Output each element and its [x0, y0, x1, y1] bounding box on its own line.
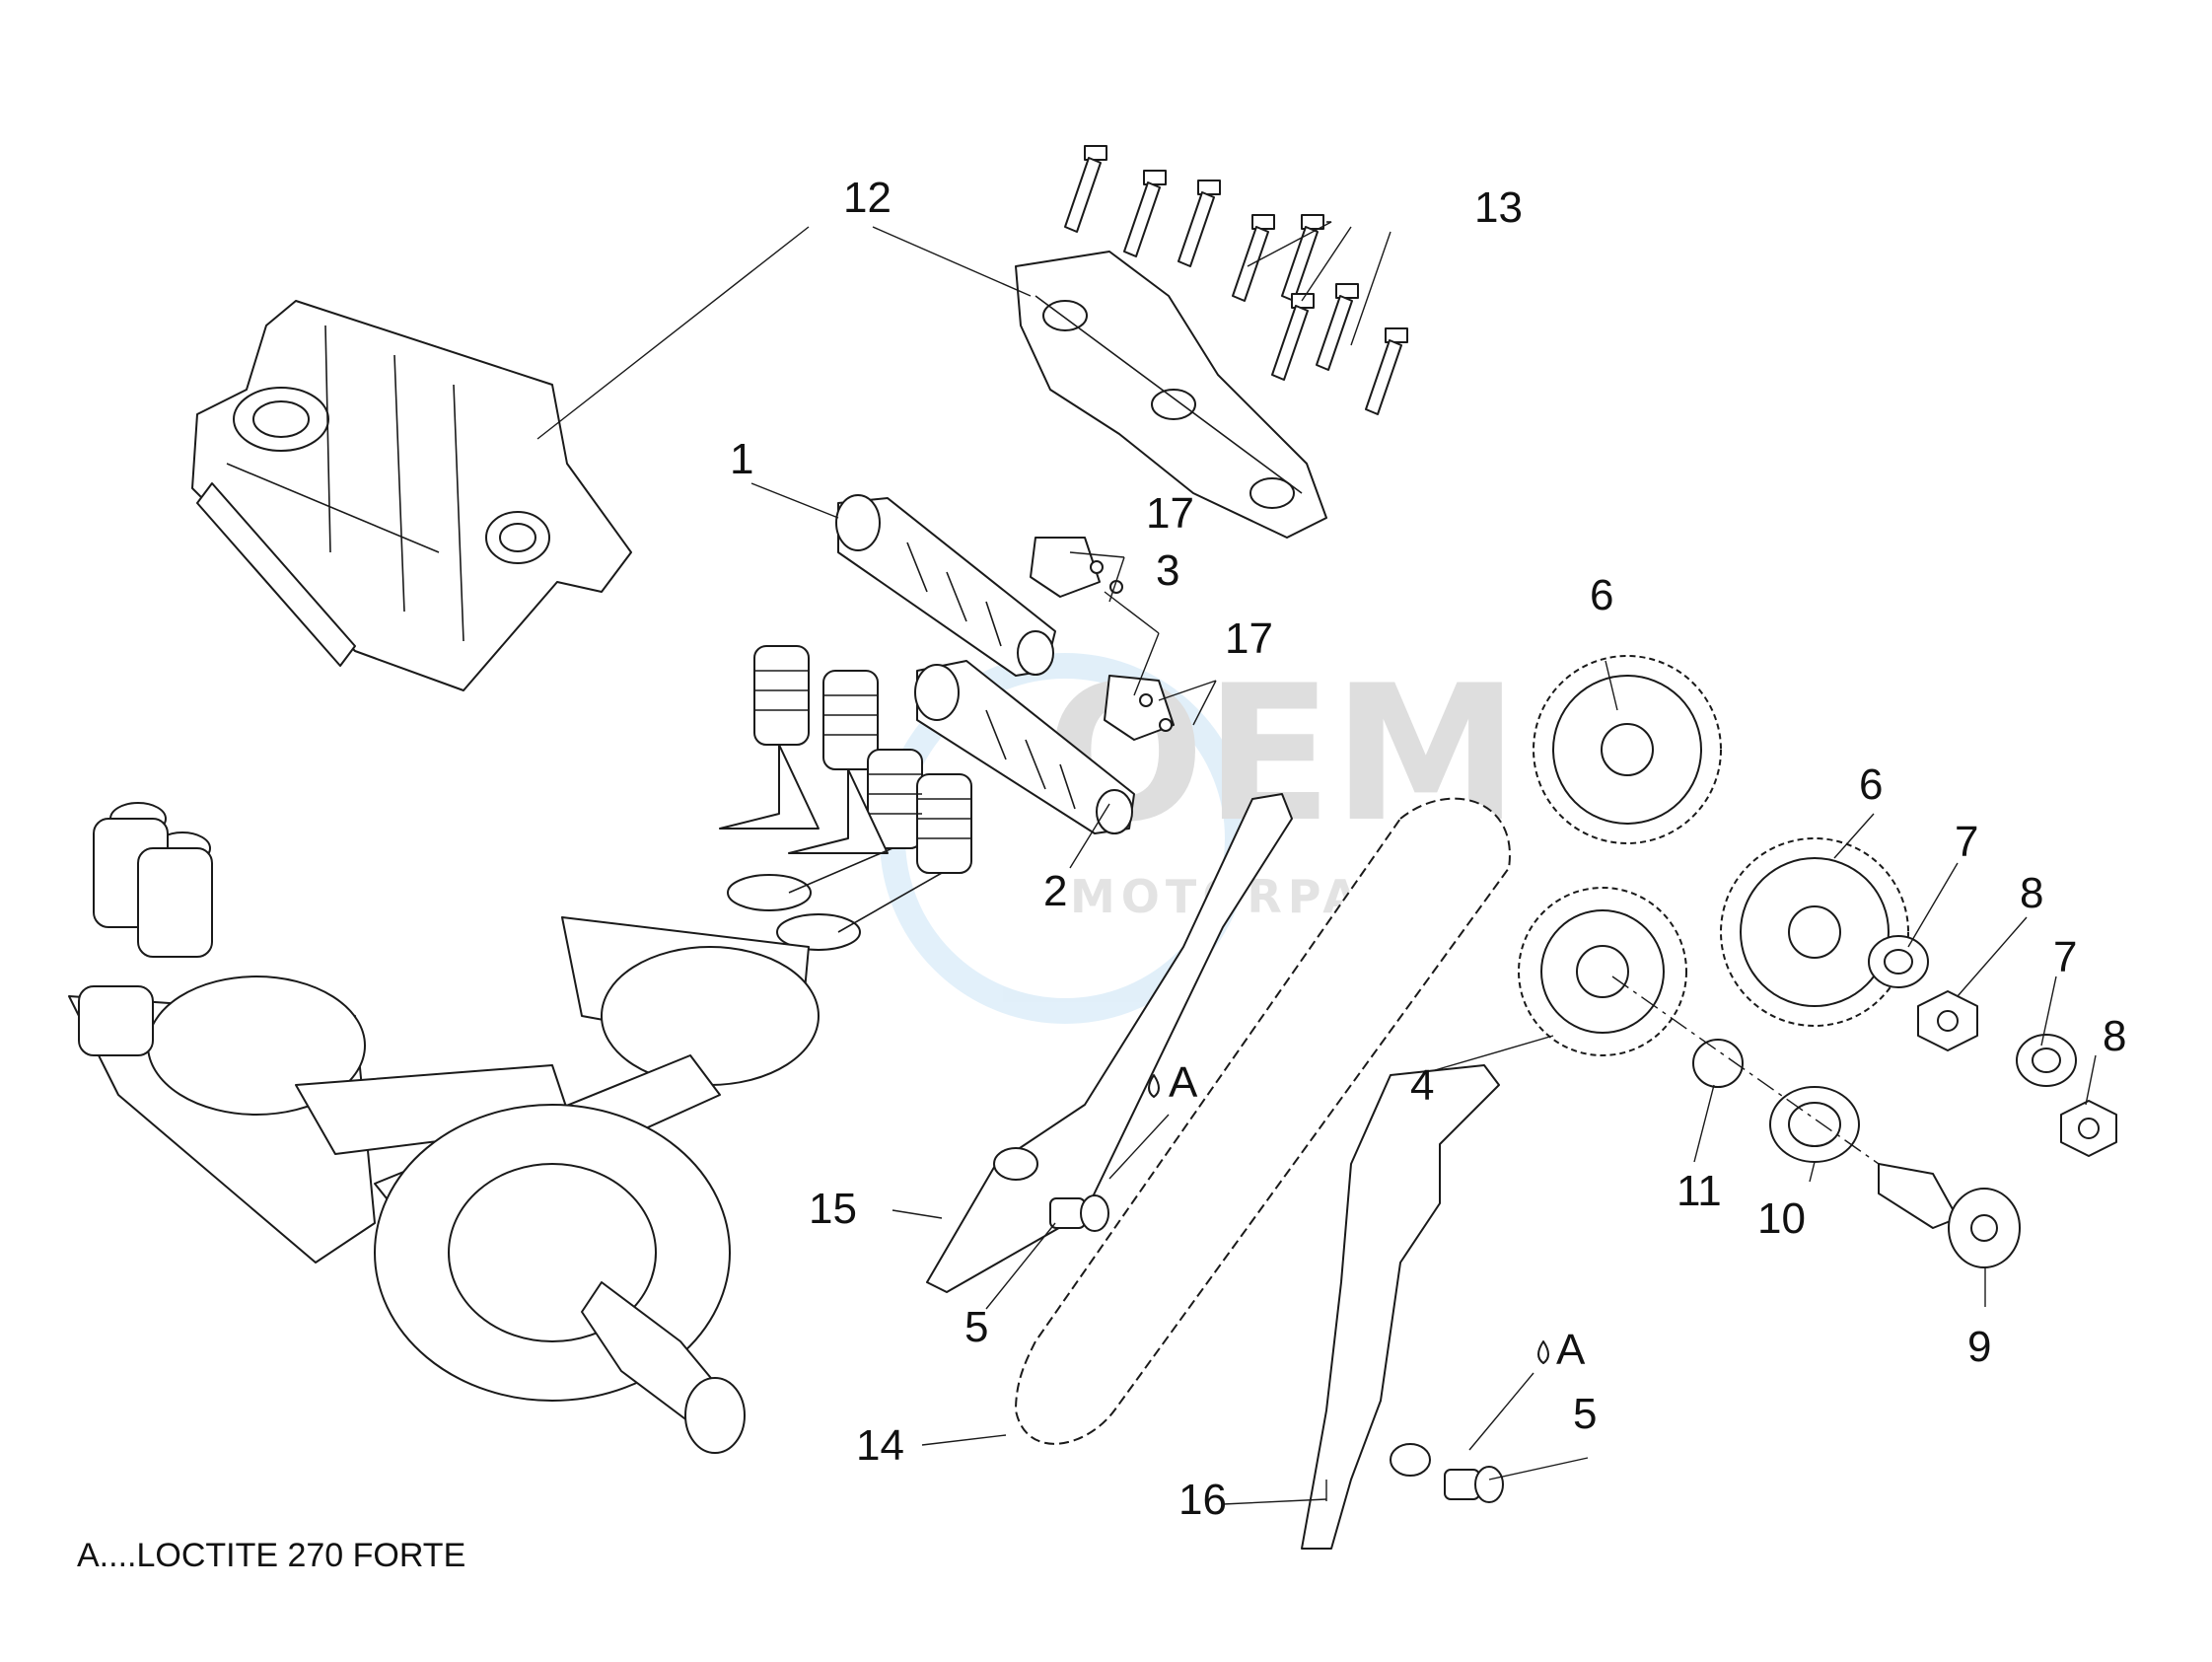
bolt: [1365, 327, 1408, 415]
washer-upper: [1868, 935, 1929, 988]
callout-2: 2: [1043, 867, 1067, 915]
callout-7-lower: 7: [2053, 933, 2077, 981]
washer-lower: [2016, 1034, 2077, 1087]
bolt: [1177, 180, 1221, 267]
cam-cap-lower: [1104, 675, 1175, 741]
bolt-set: [1064, 145, 1408, 415]
bolt: [1232, 214, 1275, 302]
callout-15: 15: [809, 1185, 857, 1233]
callout-6-lower: 6: [1859, 760, 1883, 809]
valve-assembly: [719, 645, 972, 951]
bolt: [1123, 170, 1167, 257]
callout-10: 10: [1757, 1194, 1806, 1243]
camshaft-1: [835, 494, 1056, 677]
callout-11: 11: [1677, 1167, 1722, 1215]
callout-7-upper: 7: [1955, 818, 1978, 866]
callout-1: 1: [730, 435, 753, 483]
bolt: [1271, 293, 1315, 381]
o-ring: [1692, 1039, 1744, 1088]
bolt: [1281, 214, 1324, 302]
callout-12: 12: [843, 174, 892, 222]
cam-gear-lower: [1720, 837, 1909, 1027]
crankshaft-assembly: [68, 802, 820, 1454]
cap-screws: [1090, 560, 1173, 732]
idler-shaft: [1878, 1163, 2021, 1268]
footnote: A....LOCTITE 270 FORTE: [77, 1537, 465, 1574]
callout-13: 13: [1474, 183, 1523, 232]
callout-4: 4: [1410, 1061, 1434, 1110]
callout-3: 3: [1156, 546, 1179, 595]
callout-17-lower: 17: [1225, 614, 1273, 663]
callout-8-upper: 8: [2020, 869, 2043, 917]
callout-8-lower: 8: [2103, 1012, 2126, 1060]
callout-14: 14: [856, 1421, 904, 1470]
adhesive-drop-upper: [1148, 1074, 1160, 1098]
chain-tensioner: [1301, 1064, 1500, 1550]
idler-gear: [1518, 887, 1687, 1056]
guide-bolt-lower: [1444, 1466, 1504, 1503]
cam-gear-upper: [1533, 655, 1722, 844]
bolt: [1064, 145, 1107, 233]
callout-9: 9: [1967, 1323, 1991, 1371]
callout-5-upper: 5: [964, 1303, 988, 1351]
nut-lower: [2060, 1100, 2117, 1157]
callout-16: 16: [1178, 1476, 1227, 1524]
cam-cap-upper: [1030, 537, 1101, 598]
nut-upper: [1917, 990, 1978, 1051]
guide-bolt-upper: [1049, 1194, 1109, 1232]
cylinder-head: [191, 300, 632, 691]
callout-5-lower: 5: [1573, 1390, 1597, 1438]
shim-washer: [1769, 1086, 1860, 1163]
adhesive-label-upper: A: [1169, 1058, 1198, 1107]
camshaft-2: [914, 660, 1135, 834]
bolt: [1316, 283, 1359, 371]
chain-guide-fixed: [926, 793, 1293, 1293]
callout-17-upper: 17: [1146, 489, 1194, 538]
camshaft-carrier: [1015, 251, 1327, 539]
callout-6-upper: 6: [1590, 571, 1613, 619]
adhesive-label-lower: A: [1556, 1326, 1586, 1374]
adhesive-drop-lower: [1537, 1340, 1549, 1364]
leader-lines: [536, 221, 2097, 1505]
timing-chain: [1015, 797, 1511, 1445]
